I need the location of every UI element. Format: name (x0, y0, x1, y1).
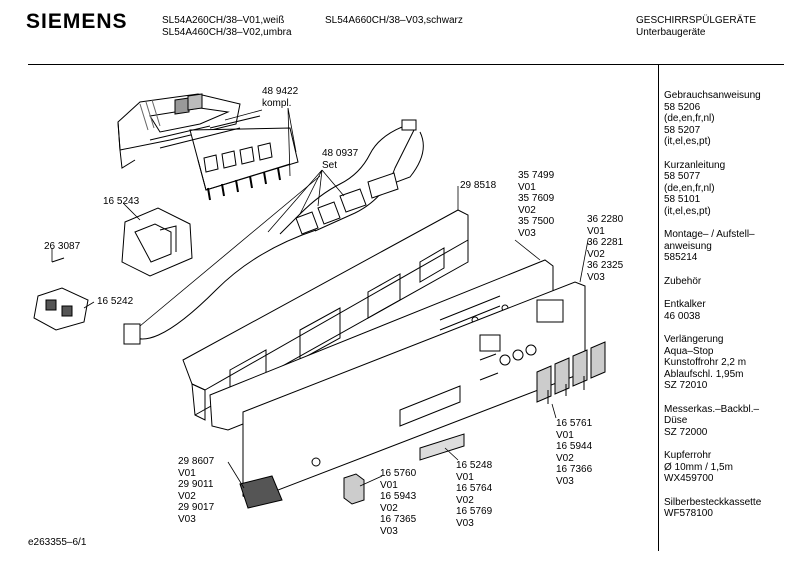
sidebar-line: SZ 72010 (664, 380, 708, 391)
sidebar-line: Ø 10mm / 1,5m (664, 461, 733, 473)
electronic-module (117, 93, 299, 201)
switch-part-165243 (121, 207, 193, 277)
cable-harness (123, 119, 424, 345)
sidebar-line: SZ 72000 (664, 426, 708, 438)
sidebar-line: (de,en,fr,nl) (664, 182, 715, 194)
category-subtitle: Unterbaugeräte (636, 27, 706, 38)
sidebar-line: Aqua–Stop (664, 345, 714, 357)
leader-lines (51, 107, 589, 489)
brand-logo: SIEMENS (26, 10, 128, 33)
sidebar-line: 58 5206 (664, 101, 701, 113)
sidebar-block: Zubehör (664, 276, 796, 288)
sidebar-line: Kupferrohr (664, 450, 712, 461)
header-category: GESCHIRRSPÜLGERÄTE Unterbaugeräte (636, 15, 756, 39)
sidebar-line: Silberbesteckkassette (664, 496, 762, 508)
model-line-3: SL54A660CH/38–V03,schwarz (325, 15, 463, 26)
strip-165248 (419, 433, 465, 461)
sidebar-line: anweisung (664, 240, 712, 252)
part-label-165243: 16 5243 (103, 196, 140, 207)
part-label-298518: 29 8518 (460, 180, 497, 191)
wire-263087 (51, 257, 65, 263)
sidebar-line: 585214 (664, 252, 698, 263)
part-label-165242: 16 5242 (97, 296, 134, 307)
part-label-263087: 26 3087 (44, 241, 81, 252)
model-line-2: SL54A460CH/38–V02,umbra (162, 27, 292, 38)
sidebar-line: Gebrauchsanweisung (664, 90, 761, 101)
category-title: GESCHIRRSPÜLGERÄTE (636, 15, 757, 26)
sidebar-line: 46 0038 (664, 310, 701, 322)
sidebar-line: Montage– / Aufstell– (664, 229, 755, 240)
sidebar-divider (658, 65, 659, 551)
header-divider (28, 64, 784, 65)
model-line-1: SL54A260CH/38–V01,weiß (162, 15, 285, 26)
sidebar-line: (de,en,fr,nl) (664, 113, 715, 124)
sidebar-line: 58 5207 (664, 124, 701, 136)
knobs-165761 (536, 341, 606, 404)
sidebar-line: Zubehör (664, 275, 702, 287)
sidebar-line: Ablaufschl. 1,95m (664, 368, 744, 380)
button-165760 (343, 473, 365, 505)
document-id: e263355–6/1 (28, 537, 87, 548)
sidebar-line: WX459700 (664, 473, 714, 484)
sidebar-line: 58 5077 (664, 171, 701, 182)
sidebar-line: Kunstoffrohr 2,2 m (664, 357, 747, 368)
connector-part-165242 (33, 287, 89, 331)
sidebar-line: WF578100 (664, 508, 713, 519)
sidebar-line: Kurzanleitung (664, 159, 726, 171)
sidebar-line: Verlängerung (664, 334, 724, 345)
sidebar-line: (it,el,es,pt) (664, 136, 711, 147)
sidebar-line: (it,el,es,pt) (664, 205, 711, 217)
sidebar-line: Düse (664, 415, 688, 426)
sidebar-line: Entkalker (664, 299, 706, 310)
sidebar-line: Messerkas.–Backbl.– (664, 403, 760, 415)
sidebar-line: 58 5101 (664, 194, 701, 205)
cover-298607 (239, 475, 283, 509)
